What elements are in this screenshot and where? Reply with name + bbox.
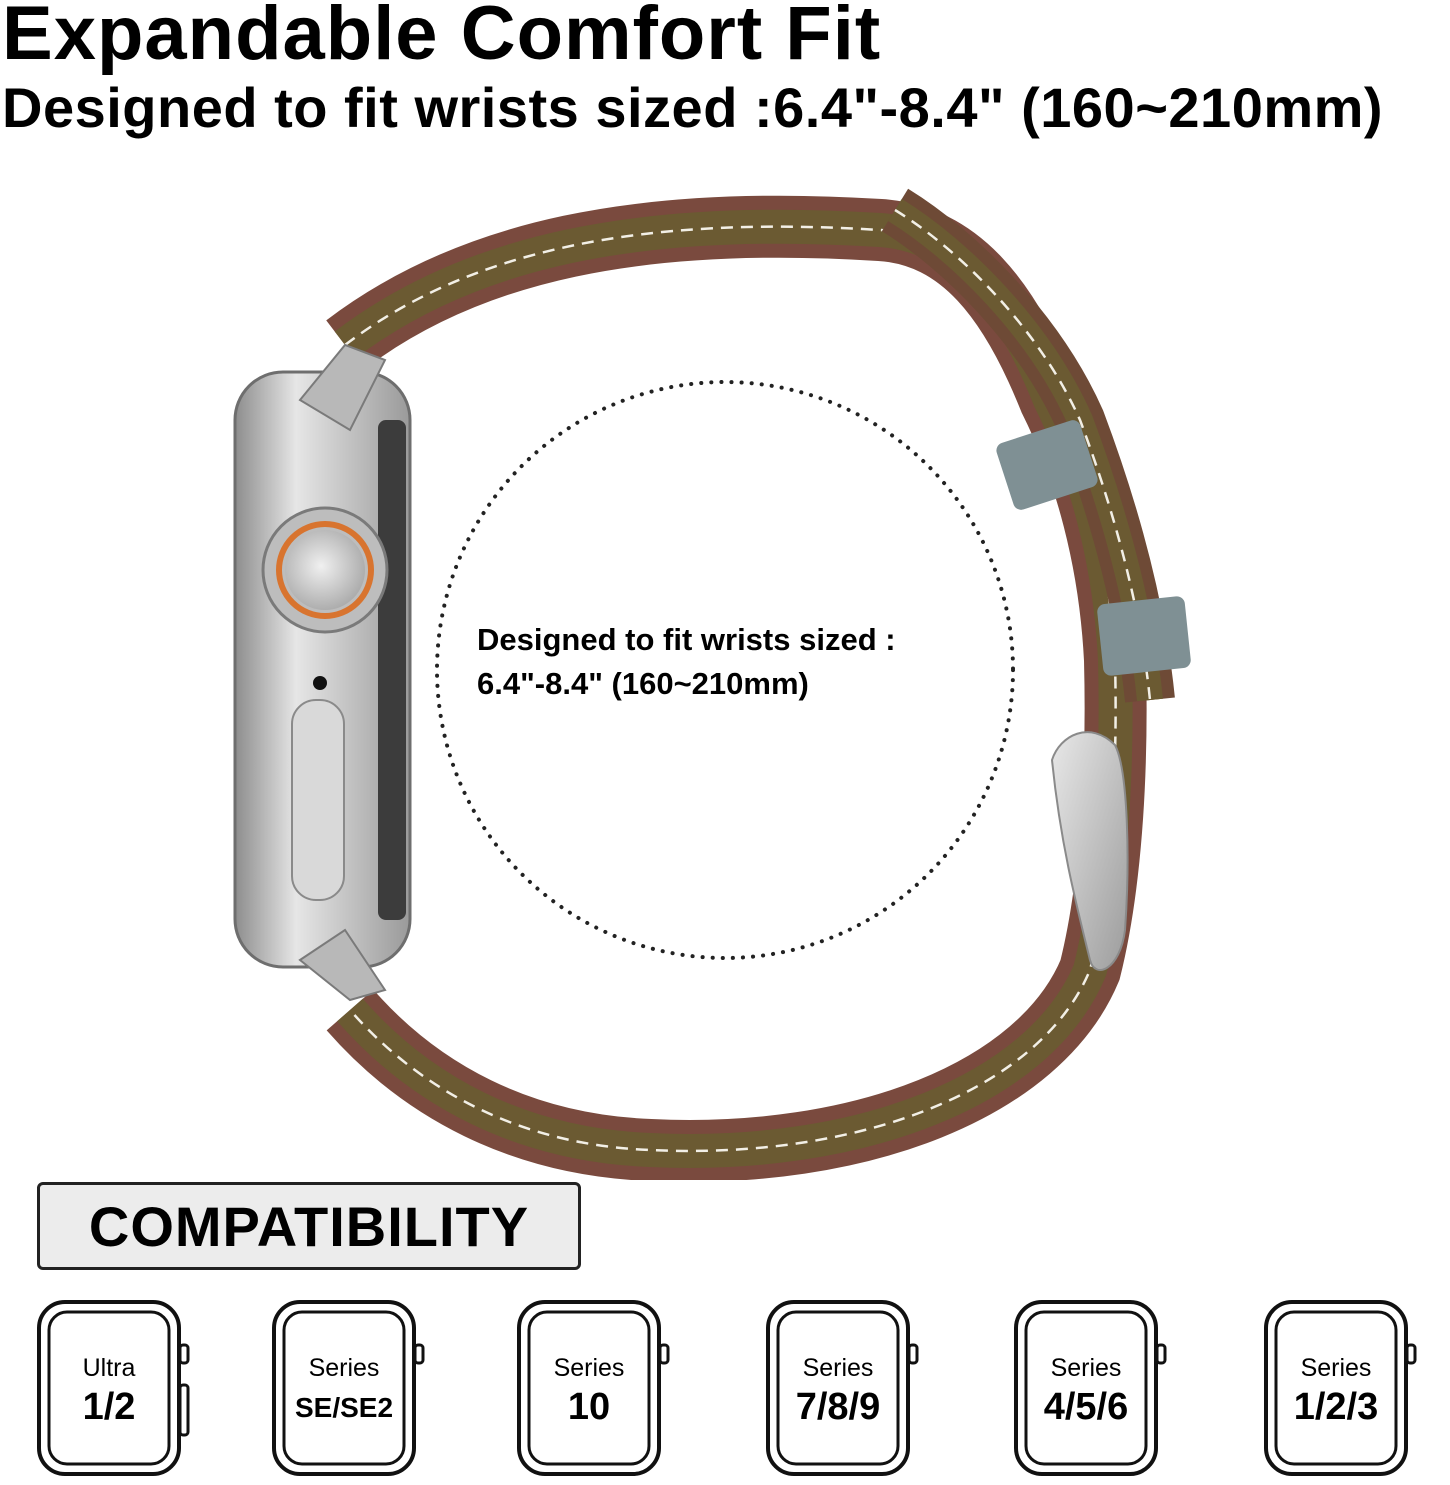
wrist-size-caption: Designed to fit wrists sized : 6.4"-8.4"…	[477, 618, 896, 706]
page-subtitle: Designed to fit wrists sized :6.4"-8.4" …	[2, 76, 1384, 139]
wrist-size-caption-line1: Designed to fit wrists sized :	[477, 622, 896, 657]
compatible-models-list: Ultra 1/2 Series SE/SE2 Series 10 Series…	[0, 1300, 1450, 1485]
model-line2: 1/2/3	[1293, 1386, 1379, 1428]
model-line2: 1/2	[82, 1386, 136, 1428]
model-line1: Series	[1050, 1354, 1122, 1382]
band-buckle	[1050, 731, 1129, 971]
model-series-10: Series 10	[517, 1300, 677, 1482]
watch-band-illustration	[233, 188, 1191, 1180]
watch-outline-icon	[766, 1300, 919, 1476]
model-series-1-2-3: Series 1/2/3	[1264, 1300, 1424, 1482]
model-ultra-1-2: Ultra 1/2	[37, 1300, 197, 1482]
watch-outline-icon	[37, 1300, 190, 1476]
band-keeper-loop	[1097, 596, 1191, 676]
model-line2: 7/8/9	[795, 1386, 881, 1428]
model-line1: Series	[802, 1354, 874, 1382]
band-keeper-loop	[996, 420, 1098, 510]
digital-crown-icon	[261, 506, 389, 634]
model-line1: Series	[1300, 1354, 1372, 1382]
model-line1: Series	[553, 1354, 625, 1382]
watch-outline-icon	[272, 1300, 425, 1476]
compatibility-heading-label: COMPATIBILITY	[88, 1194, 530, 1258]
model-line2: 4/5/6	[1043, 1386, 1129, 1428]
model-line1: Ultra	[82, 1354, 136, 1382]
compatibility-heading: COMPATIBILITY	[37, 1182, 581, 1270]
watch-outline-icon	[1014, 1300, 1167, 1476]
model-line2: 10	[567, 1386, 611, 1428]
watch-case	[233, 343, 412, 1002]
model-series-7-8-9: Series 7/8/9	[766, 1300, 926, 1482]
watch-outline-icon	[517, 1300, 670, 1476]
page-title: Expandable Comfort Fit	[2, 0, 882, 76]
model-se-se2: Series SE/SE2	[272, 1300, 432, 1482]
wrist-size-circle	[435, 380, 1015, 960]
wrist-size-caption-line2: 6.4"-8.4" (160~210mm)	[477, 666, 809, 701]
model-series-4-5-6: Series 4/5/6	[1014, 1300, 1174, 1482]
watch-outline-icon	[1264, 1300, 1417, 1476]
model-line1: Series	[308, 1354, 380, 1382]
model-line2: SE/SE2	[294, 1392, 394, 1423]
